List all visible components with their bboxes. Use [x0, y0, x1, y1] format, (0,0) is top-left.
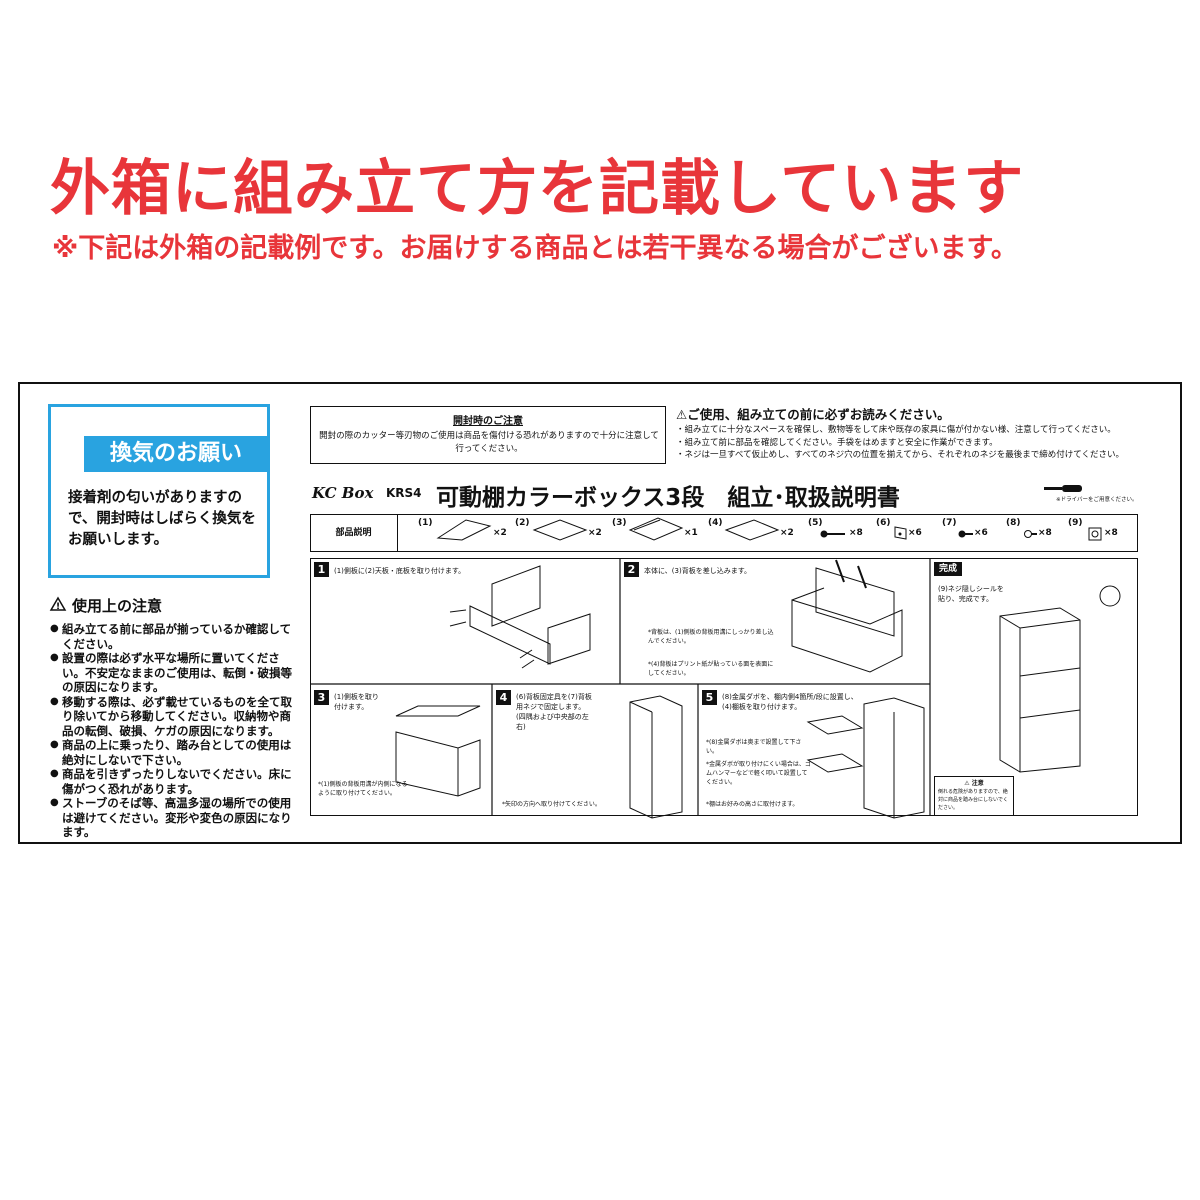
opening-notice-box: [310, 406, 666, 464]
steps-grid-lines: [310, 558, 931, 816]
part-qty: ×8: [1038, 528, 1052, 538]
top-panel-icon: [532, 519, 588, 541]
step-5-text: (8)金属ダボを、棚内側4箇所/段に設置し、(4)棚板を取り付けます。: [722, 693, 858, 711]
step-2-note-1: *背板は、(1)側板の背板用溝にしっかり差し込んでください。: [648, 629, 774, 645]
step-3-diagram: [395, 705, 481, 797]
complete-notice-box: [934, 776, 1014, 816]
step-5-note-2: *金属ダボが取り付けにくい場合は、ゴムハンマーなどで軽く叩いて設置してください。: [706, 761, 811, 786]
part-num: (1): [418, 518, 433, 528]
step-1-number: 1: [314, 562, 329, 577]
steps-panel: [310, 558, 1138, 816]
brand-logo: KC Box: [312, 484, 374, 502]
complete-badge: 完成: [934, 562, 962, 576]
part-num: (2): [515, 518, 530, 528]
step-5-note-1: *(8)金属ダボは奥まで設置して下さい。: [706, 739, 802, 755]
screwdriver-icon: [1044, 485, 1082, 492]
step-1-text: (1)側板に(2)天板・底板を取り付けます。: [334, 567, 466, 575]
driver-note: ※ドライバーをご用意ください。: [1056, 497, 1138, 503]
list-item: 設置の際は必ず水平な場所に置いてください。不安定なままのご使用は、転倒・破損等の…: [50, 651, 300, 695]
part-qty: ×2: [493, 528, 507, 538]
part-num: (3): [612, 518, 627, 528]
step-5-note-3: *棚はお好みの高さに取付けます。: [706, 801, 799, 808]
part-qty: ×2: [588, 528, 602, 538]
step-3-text: (1)側板を取り付けます。: [334, 693, 379, 711]
part-qty: ×6: [974, 528, 988, 538]
step-1-diagram: [449, 565, 591, 669]
step-2-number: 2: [624, 562, 639, 577]
part-num: (5): [808, 518, 823, 528]
step-4-text: (6)背板固定具を(7)背板用ネジで固定します。(四隅および中央部の左右): [516, 693, 592, 731]
list-item: ストーブのそば等、高温多湿の場所での使用は避けてください。変形や変色の原因になり…: [50, 796, 300, 840]
shelf-board-icon: [724, 519, 780, 541]
ventilation-box: [48, 404, 270, 578]
list-item: 商品を引きずったりしないでください。床に傷がつく恐れがあります。: [50, 767, 300, 796]
step-3-note: *(1)側板の背板用溝が内側になるように取り付けてください。: [318, 781, 408, 797]
ventilation-title: 換気のお願い: [84, 436, 268, 472]
model-number: KRS4: [386, 486, 422, 500]
step-3-number: 3: [314, 690, 329, 705]
step-4-note: *矢印の方向へ取り付けてください。: [502, 801, 601, 808]
before-use-lines: ・組み立てに十分なスペースを確保し、敷物等をして床や既存の家具に傷が付かない様、…: [676, 424, 1124, 462]
step-2-note-2: *(4)背板はプリント紙が貼っている面を表面にしてください。: [648, 661, 774, 677]
before-use-line: ・ネジは一旦すべて仮止めし、すべてのネジ穴の位置を揃えてから、それぞれのネジを最…: [676, 450, 1124, 460]
part-qty: ×2: [780, 528, 794, 538]
before-use-heading: ⚠ご使用、組み立ての前に必ずお読みください。: [676, 407, 950, 422]
step-4-diagram: [629, 695, 683, 819]
complete-notice-title: ⚠ 注意: [964, 780, 984, 787]
list-item: 商品の上に乗ったり、踏み台としての使用は絶対にしないで下さい。: [50, 738, 300, 767]
back-panel-icon: [628, 517, 684, 541]
before-use-line: ・組み立てに十分なスペースを確保し、敷物等をして床や既存の家具に傷が付かない様、…: [676, 425, 1116, 435]
part-qty: ×1: [684, 528, 698, 538]
back-screw-icon: [958, 530, 973, 538]
usage-caution-list: 組み立てる前に部品が揃っているか確認してください。 設置の際は必ず水平な場所に置…: [50, 622, 300, 840]
opening-notice-title: 開封時のご注意: [453, 416, 523, 427]
list-item: 組み立てる前に部品が揃っているか確認してください。: [50, 622, 300, 651]
document-title: 可動棚カラーボックス3段 組立･取扱説明書: [436, 485, 900, 511]
complete-notice-text: 倒れる危険がありますので、絶対に商品を踏み台にしないでください。: [938, 789, 1008, 811]
screw-cover-sticker-icon: [1088, 527, 1102, 541]
page-headline: 外箱に組み立て方を記載しています: [50, 154, 1025, 224]
parts-label: 部品説明: [310, 514, 398, 552]
part-qty: ×8: [849, 528, 863, 538]
complete-shelf-diagram: [999, 585, 1121, 773]
step-5-diagram: [806, 697, 925, 819]
ventilation-text: 接着剤の匂いがありますので、開封時はしばらく換気をお願いします。: [68, 490, 256, 548]
part-num: (4): [708, 518, 723, 528]
side-panel-icon: [436, 519, 492, 541]
opening-notice-text: 開封の際のカッター等刃物のご使用は商品を傷付ける恐れがありますので十分に注意して…: [319, 431, 659, 454]
usage-caution-title: 使用上の注意: [72, 597, 163, 615]
part-num: (6): [876, 518, 891, 528]
before-use-line: ・組み立て前に部品を確認してください。手袋をはめますと安全に作業ができます。: [676, 437, 998, 448]
part-num: (7): [942, 518, 957, 528]
page-subline: ※下記は外箱の記載例です。お届けする商品とは若干異なる場合がございます。: [52, 233, 1018, 264]
step-2-text: 本体に、(3)背板を差し込みます。: [644, 567, 752, 575]
part-qty: ×6: [908, 528, 922, 538]
metal-dowel-icon: [1024, 530, 1037, 538]
step-5-number: 5: [702, 690, 717, 705]
step-4-number: 4: [496, 690, 511, 705]
instruction-sheet: [18, 382, 1182, 844]
warning-icon: !: [49, 596, 67, 615]
back-bracket-icon: [894, 526, 907, 540]
step-2-diagram: [791, 559, 903, 673]
svg-text:!: !: [56, 602, 60, 612]
part-qty: ×8: [1104, 528, 1118, 538]
usage-caution-heading: ! 使用上の注意: [49, 595, 163, 616]
complete-text: (9)ネジ隠しシールを貼り、完成です。: [938, 585, 1004, 603]
part-num: (9): [1068, 518, 1083, 528]
part-num: (8): [1006, 518, 1021, 528]
parts-row: [310, 514, 1138, 552]
screw-icon: [820, 530, 845, 538]
list-item: 移動する際は、必ず載せているものを全て取り除いてから移動してください。収納物や商…: [50, 695, 300, 739]
